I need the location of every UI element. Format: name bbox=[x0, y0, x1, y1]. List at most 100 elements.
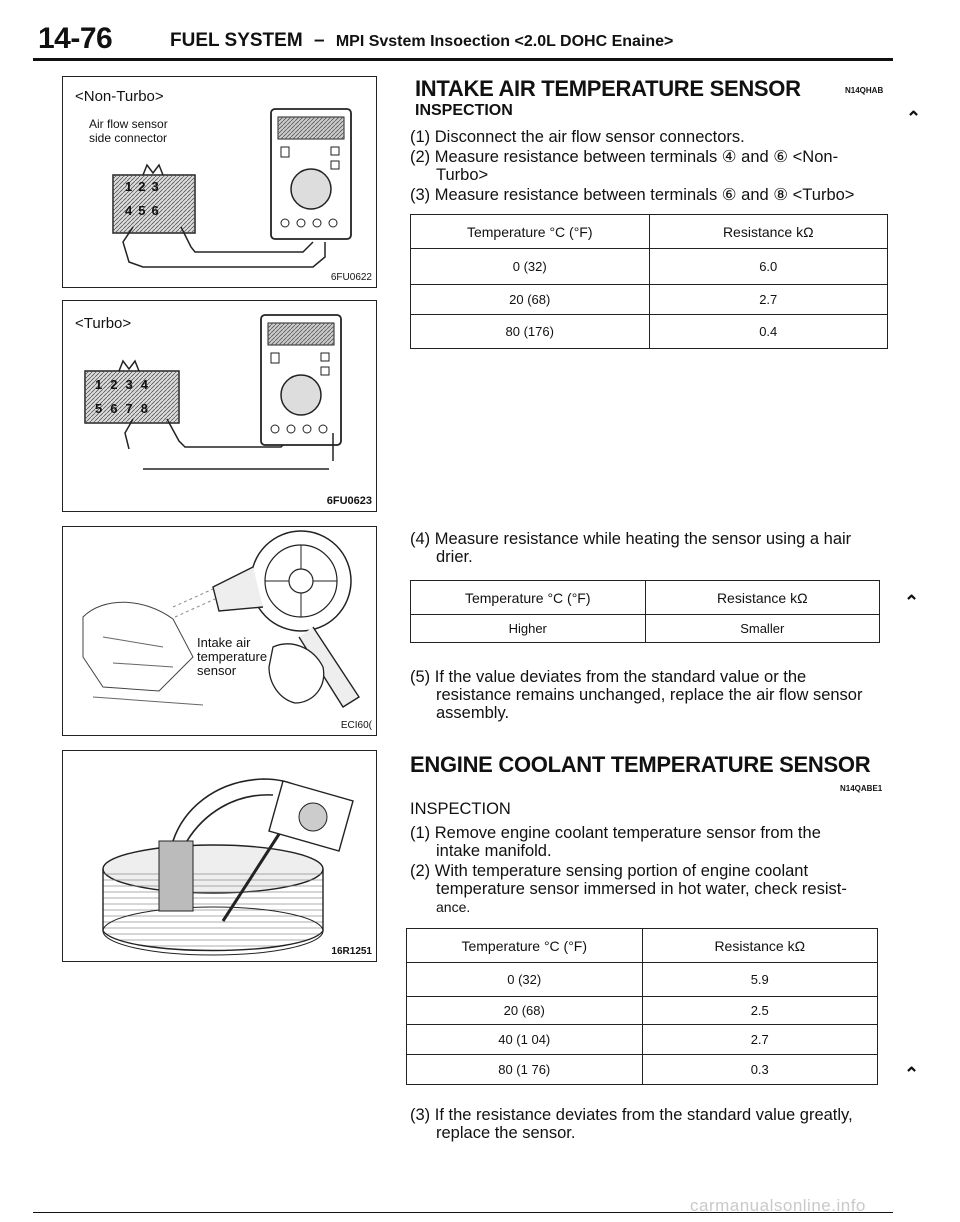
heating-table-header-temp: Temperature °C (°F) bbox=[410, 580, 646, 615]
page-number: 14-76 bbox=[38, 22, 113, 55]
figure-turbo: <Turbo> 1234 5678 6FU0623 bbox=[62, 300, 377, 512]
figure-label-turbo: <Turbo> bbox=[75, 315, 132, 332]
turbo-terminal-row-top: 1234 bbox=[95, 377, 156, 392]
iat-step-5-line3: assembly. bbox=[436, 704, 510, 722]
terminal-row-top: 123 bbox=[125, 179, 165, 194]
ect-table-cell: 40 (1 04) bbox=[406, 1024, 643, 1055]
figure-code-hot-water: 16R1251 bbox=[331, 946, 372, 957]
iat-step-1: (1) Disconnect the air flow sensor conne… bbox=[410, 128, 745, 146]
callout-side-connector: side connector bbox=[89, 131, 168, 145]
iat-step-2-line2: Turbo> bbox=[436, 166, 489, 184]
iat-heating-table: Temperature °C (°F) Resistance kΩ Higher… bbox=[410, 580, 880, 643]
ect-step-3: (3) If the resistance deviates from the … bbox=[410, 1106, 890, 1142]
non-turbo-connector-diagram bbox=[112, 108, 352, 268]
turbo-terminal-5: 5 bbox=[95, 401, 111, 416]
title-dash: – bbox=[313, 30, 325, 51]
callout-temperature: temperature bbox=[197, 649, 268, 664]
turbo-terminal-2: 2 bbox=[110, 377, 126, 392]
terminal-4: 4 bbox=[125, 203, 139, 218]
hair-drier-illustration bbox=[82, 530, 360, 708]
iat-table-cell: 80 (176) bbox=[410, 314, 650, 349]
iat-resistance-table: Temperature °C (°F) Resistance kΩ 0 (32)… bbox=[410, 214, 888, 349]
iat-table-cell: 2.7 bbox=[648, 284, 888, 315]
ect-table-header-res: Resistance kΩ bbox=[641, 928, 878, 963]
turbo-terminal-3: 3 bbox=[125, 377, 141, 392]
iat-step-4: (4) Measure resistance while heating the… bbox=[410, 530, 890, 566]
iat-step-5: (5) If the value deviates from the stand… bbox=[410, 668, 890, 722]
terminal-6: 6 bbox=[151, 203, 165, 218]
ect-step-2-line1: (2) With temperature sensing portion of … bbox=[410, 862, 809, 880]
figure-hot-water: 16R1251 bbox=[62, 750, 377, 962]
iat-inspection-heading: INSPECTION bbox=[415, 102, 513, 119]
ect-section-code: N14QABE1 bbox=[840, 784, 883, 793]
terminal-5: 5 bbox=[138, 203, 152, 218]
iat-section-code: N14QHAB bbox=[845, 86, 884, 95]
ect-table-cell: 5.9 bbox=[641, 962, 878, 997]
turbo-terminal-1: 1 bbox=[95, 377, 111, 392]
iat-step-4-line1: (4) Measure resistance while heating the… bbox=[410, 530, 852, 548]
ect-section-title: ENGINE COOLANT TEMPERATURE SENSOR bbox=[410, 752, 871, 777]
ect-table-cell: 20 (68) bbox=[406, 996, 643, 1025]
ect-table-cell: 2.7 bbox=[641, 1024, 878, 1055]
iat-step-2-line1: (2) Measure resistance between terminals… bbox=[410, 148, 839, 166]
iat-table-cell: 20 (68) bbox=[410, 284, 650, 315]
ect-step-1-line2: intake manifold. bbox=[436, 842, 552, 860]
turbo-terminal-row-bottom: 5678 bbox=[95, 401, 156, 416]
title-main: FUEL SYSTEM bbox=[170, 30, 303, 51]
terminal-3: 3 bbox=[151, 179, 165, 194]
ect-table-cell: 80 (1 76) bbox=[406, 1054, 643, 1085]
ect-table-cell: 0.3 bbox=[641, 1054, 878, 1085]
ect-table-cell: 0 (32) bbox=[406, 962, 643, 997]
heating-table-cell: Smaller bbox=[644, 614, 880, 643]
margin-mark: ⌃ bbox=[904, 1064, 920, 1084]
turbo-terminal-6: 6 bbox=[110, 401, 126, 416]
ect-step-2-line3: ance. bbox=[436, 899, 471, 915]
figure-hair-drier: Intake air temperature sensor ECI60( bbox=[62, 526, 377, 736]
terminal-2: 2 bbox=[138, 179, 152, 194]
ect-inspection-heading: INSPECTION bbox=[410, 800, 511, 818]
turbo-connector-diagram bbox=[84, 314, 342, 470]
page-title: FUEL SYSTEM – MPI Svstem Insoection <2.0… bbox=[170, 30, 673, 52]
iat-section-title: INTAKE AIR TEMPERATURE SENSOR bbox=[415, 76, 801, 101]
ect-step-1: (1) Remove engine coolant temperature se… bbox=[410, 824, 890, 860]
iat-step-2: (2) Measure resistance between terminals… bbox=[410, 148, 890, 184]
ect-step-3-line2: replace the sensor. bbox=[436, 1124, 576, 1142]
terminal-row-bottom: 456 bbox=[125, 203, 165, 218]
callout-sensor: sensor bbox=[197, 663, 237, 678]
iat-table-cell: 0.4 bbox=[648, 314, 888, 349]
iat-step-5-line2: resistance remains unchanged, replace th… bbox=[436, 686, 863, 704]
iat-table-header-res: Resistance kΩ bbox=[648, 214, 888, 249]
iat-step-4-line2: drier. bbox=[436, 548, 473, 566]
footer-rule bbox=[33, 1212, 893, 1213]
ect-step-1-line1: (1) Remove engine coolant temperature se… bbox=[410, 824, 821, 842]
figure-code-turbo: 6FU0623 bbox=[326, 495, 372, 507]
ect-resistance-table: Temperature °C (°F) Resistance kΩ 0 (32)… bbox=[406, 928, 878, 1085]
heating-table-header-res: Resistance kΩ bbox=[644, 580, 880, 615]
ect-table-cell: 2.5 bbox=[641, 996, 878, 1025]
ect-table-header-temp: Temperature °C (°F) bbox=[406, 928, 643, 963]
turbo-terminal-4: 4 bbox=[140, 377, 156, 392]
figure-code-hair-drier: ECI60( bbox=[340, 720, 372, 731]
figure-non-turbo: <Non-Turbo> Air flow sensor side connect… bbox=[62, 76, 377, 288]
figure-code-non-turbo: 6FU0622 bbox=[330, 272, 372, 283]
heating-table-cell: Higher bbox=[410, 614, 646, 643]
iat-table-header-temp: Temperature °C (°F) bbox=[410, 214, 650, 249]
iat-step-3: (3) Measure resistance between terminals… bbox=[410, 186, 855, 204]
ect-step-2: (2) With temperature sensing portion of … bbox=[410, 862, 890, 916]
ect-step-2-line2: temperature sensor immersed in hot water… bbox=[436, 880, 847, 898]
callout-air-flow-sensor: Air flow sensor bbox=[89, 117, 168, 131]
iat-table-cell: 0 (32) bbox=[410, 248, 650, 285]
callout-intake-air: Intake air bbox=[197, 635, 251, 650]
hot-water-illustration bbox=[102, 778, 354, 956]
margin-mark: ⌃ bbox=[906, 108, 922, 128]
footer-watermark: carmanualsonline.info bbox=[690, 1196, 866, 1215]
turbo-terminal-7: 7 bbox=[125, 401, 141, 416]
terminal-1: 1 bbox=[125, 179, 139, 194]
figure-label-non-turbo: <Non-Turbo> bbox=[75, 88, 164, 105]
iat-table-cell: 6.0 bbox=[648, 248, 888, 285]
title-sub: MPI Svstem Insoection <2.0L DOHC Enaine> bbox=[335, 33, 674, 50]
margin-mark: ⌃ bbox=[904, 592, 920, 612]
iat-step-5-line1: (5) If the value deviates from the stand… bbox=[410, 668, 807, 686]
header-rule bbox=[33, 58, 893, 61]
ect-step-3-line1: (3) If the resistance deviates from the … bbox=[410, 1106, 853, 1124]
